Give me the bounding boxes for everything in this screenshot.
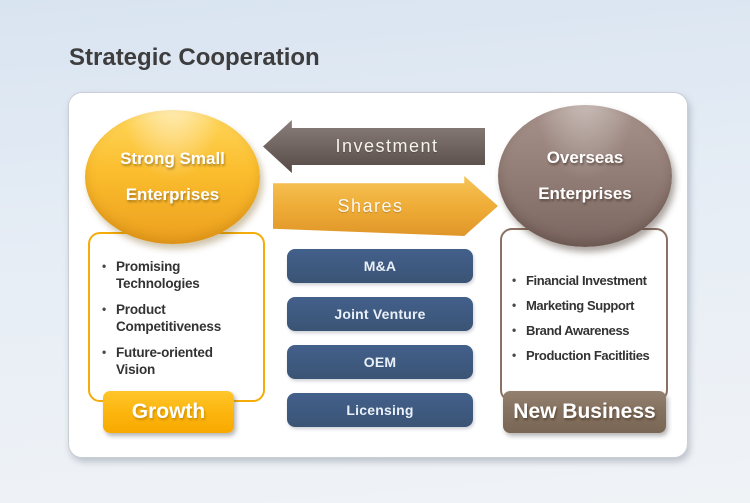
bullet-text: Financial Investment: [526, 273, 647, 288]
bullet-icon: [512, 297, 526, 314]
new-business-badge: New Business: [503, 391, 666, 433]
list-item: Financial Investment: [512, 272, 662, 289]
list-item: Production Facitlities: [512, 347, 662, 364]
bullet-text: Brand Awareness: [526, 323, 630, 338]
bullet-text: Production Facitlities: [526, 348, 650, 363]
bullet-text: Product Competitiveness: [116, 302, 222, 334]
bullet-icon: [512, 322, 526, 339]
investment-left-arrow: Investment: [263, 120, 485, 173]
shares-right-arrow: Shares: [273, 176, 498, 236]
mode-item-licensing: Licensing: [287, 393, 473, 427]
growth-badge: Growth: [103, 391, 234, 433]
investment-arrow-label: Investment: [335, 136, 439, 156]
left-feature-box: Promising Technologies Product Competiti…: [88, 232, 265, 402]
bullet-icon: [102, 301, 116, 335]
shares-arrow-label: Shares: [337, 195, 404, 216]
bullet-icon: [102, 258, 116, 292]
bullet-icon: [512, 272, 526, 289]
bullet-text: Promising Technologies: [116, 259, 200, 291]
mode-item-ma: M&A: [287, 249, 473, 283]
bullet-icon: [102, 344, 116, 378]
list-item: Promising Technologies: [102, 258, 255, 292]
mode-item-joint-venture: Joint Venture: [287, 297, 473, 331]
left-entity-label: Strong Small Enterprises: [120, 149, 225, 204]
left-bullet-list: Promising Technologies Product Competiti…: [90, 234, 263, 378]
mode-item-oem: OEM: [287, 345, 473, 379]
left-entity-ellipse: Strong Small Enterprises: [85, 110, 260, 244]
list-item: Product Competitiveness: [102, 301, 255, 335]
page-title: Strategic Cooperation: [69, 44, 320, 71]
right-entity-label: Overseas Enterprises: [538, 148, 632, 203]
right-entity-ellipse: Overseas Enterprises: [498, 105, 672, 247]
bullet-icon: [512, 347, 526, 364]
right-bullet-list: Financial Investment Marketing Support B…: [502, 230, 666, 364]
bullet-text: Marketing Support: [526, 298, 635, 313]
list-item: Future-oriented Vision: [102, 344, 255, 378]
bullet-text: Future-oriented Vision: [116, 345, 213, 377]
right-feature-box: Financial Investment Marketing Support B…: [500, 228, 668, 402]
list-item: Marketing Support: [512, 297, 662, 314]
list-item: Brand Awareness: [512, 322, 662, 339]
